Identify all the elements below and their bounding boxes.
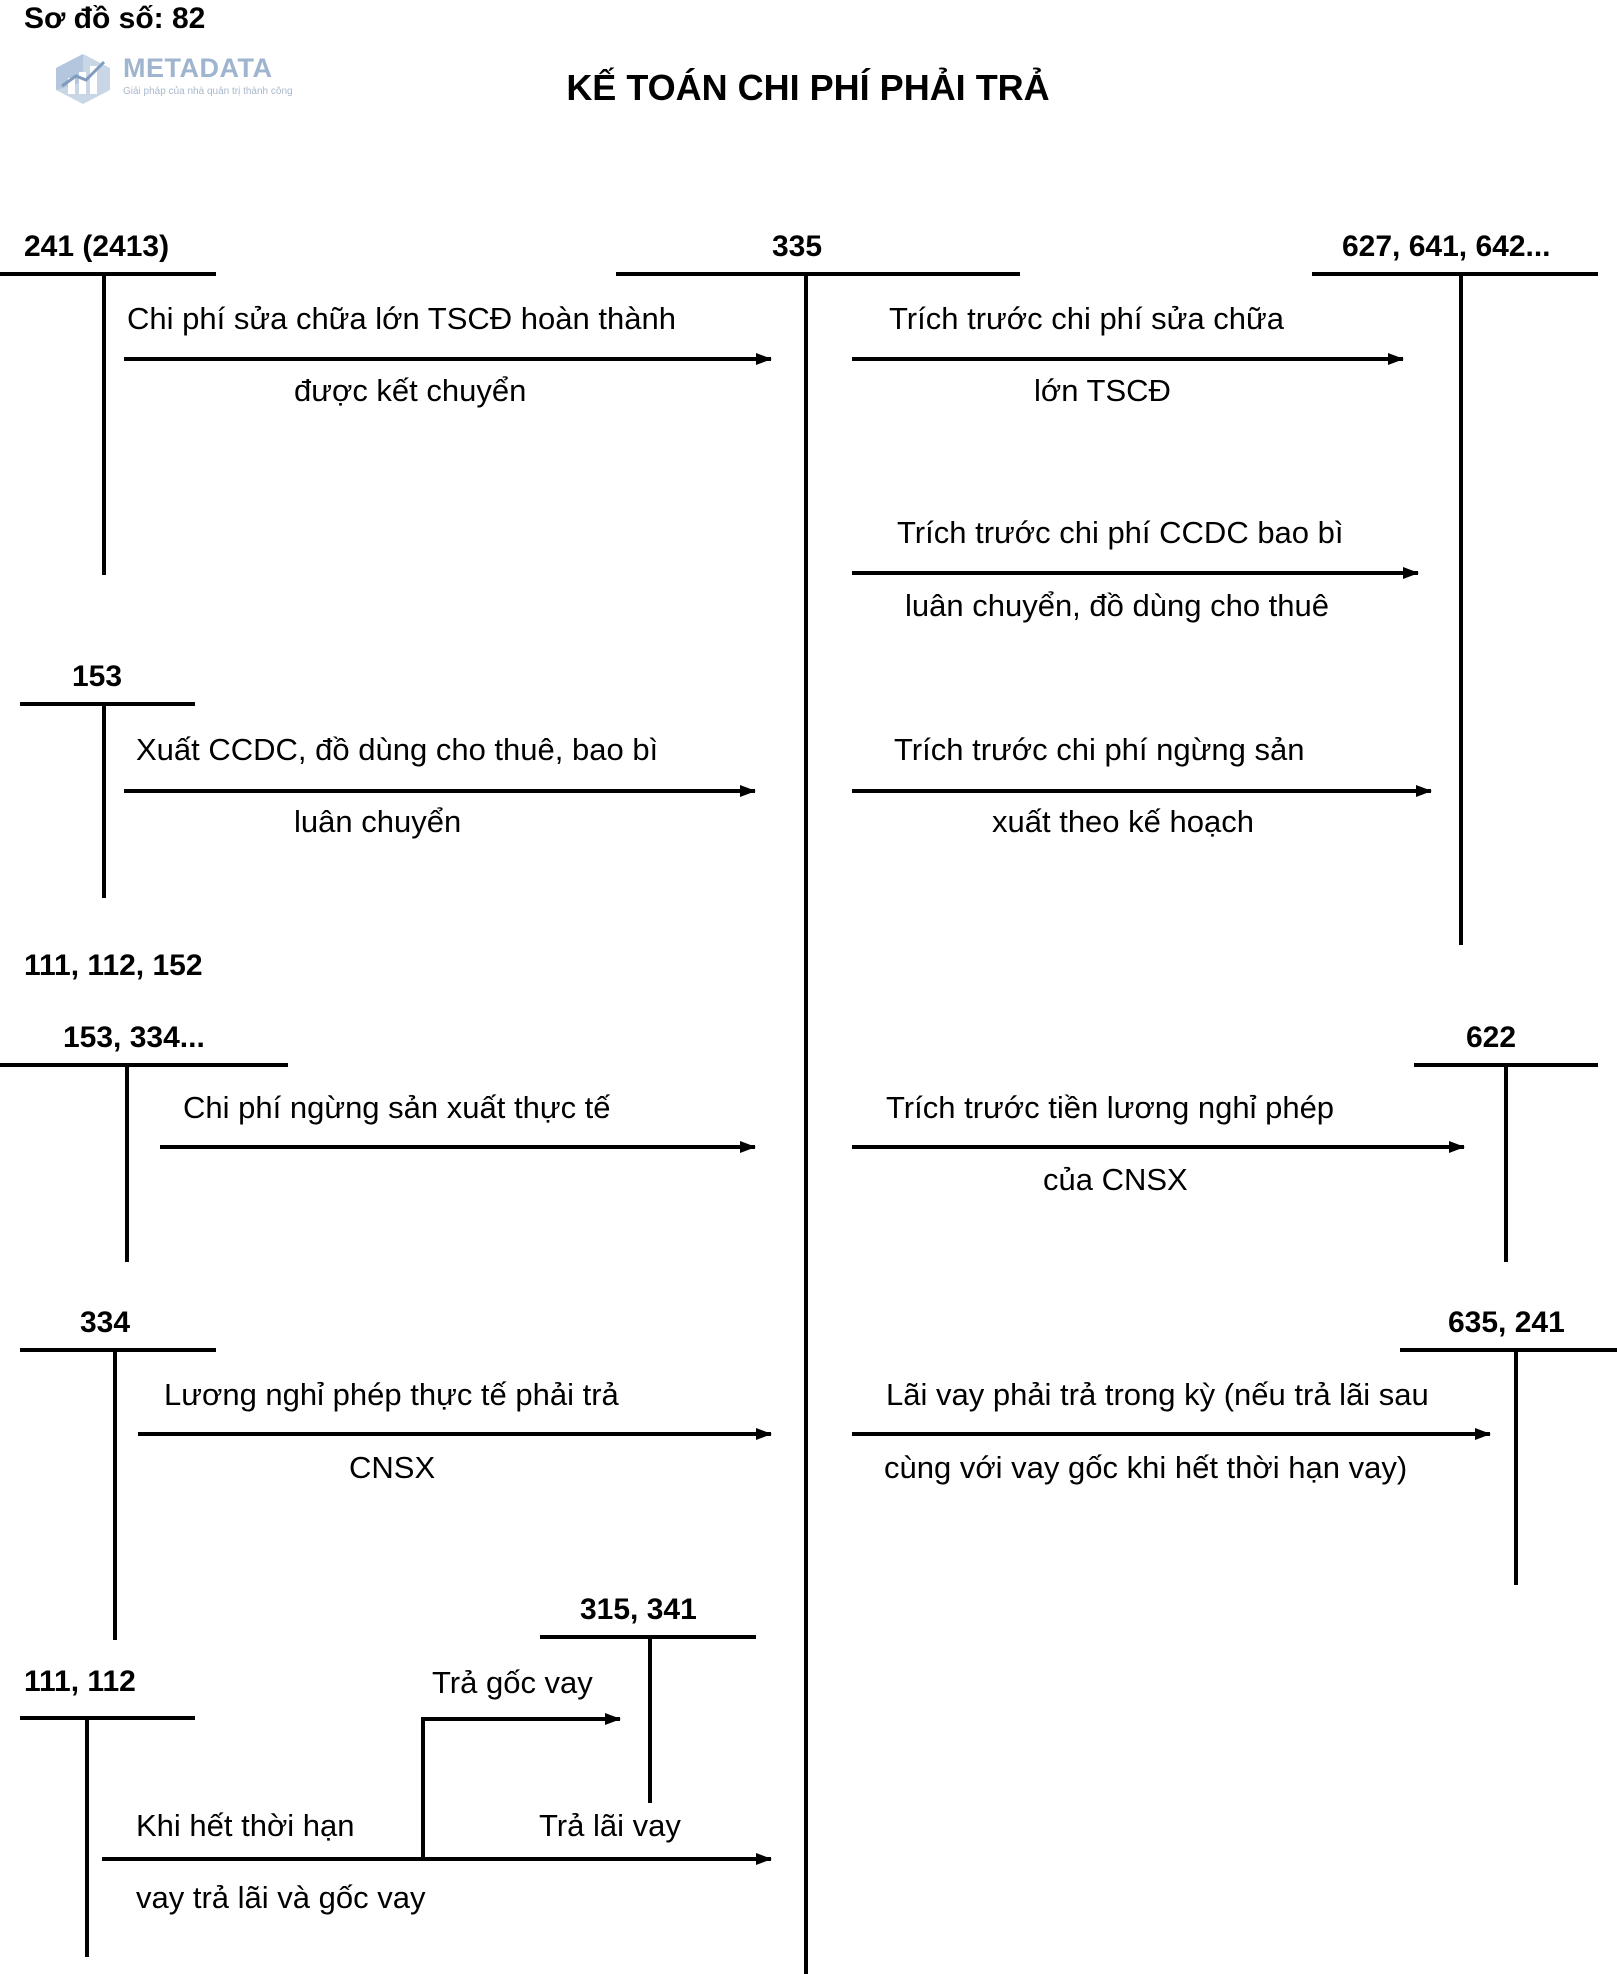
entry-3-line-2: luân chuyển, đồ dùng cho thuê	[905, 588, 1330, 623]
account-label-622: 622	[1466, 1021, 1517, 1054]
entry-7-line-1: Trích trước tiền lương nghỉ phép	[886, 1090, 1335, 1125]
building-chart-logo-icon	[56, 54, 110, 104]
entry-12-line-1: Khi hết thời hạn	[136, 1808, 355, 1843]
entry-9-line-1: Lãi vay phải trả trong kỳ (nếu trả lãi s…	[886, 1377, 1429, 1412]
logo-name: METADATA	[123, 53, 273, 83]
arrow-branch-to-315	[421, 1713, 621, 1859]
entry-2-line-1: Trích trước chi phí sửa chữa	[889, 301, 1284, 336]
account-label-334: 334	[80, 1306, 131, 1339]
entry-4-line-1: Xuất CCDC, đồ dùng cho thuê, bao bì	[136, 732, 659, 767]
account-label-241: 241 (2413)	[24, 230, 170, 263]
diagram-number-label: Sơ đồ số: 82	[24, 2, 206, 35]
entry-1-line-1: Chi phí sửa chữa lớn TSCĐ hoàn thành	[127, 301, 676, 336]
entry-8-line-1: Lương nghỉ phép thực tế phải trả	[164, 1377, 619, 1412]
entry-6-line-1: Chi phí ngừng sản xuất thực tế	[183, 1090, 611, 1125]
account-label-111-112: 111, 112	[24, 1665, 136, 1698]
account-label-315-341: 315, 341	[580, 1593, 697, 1626]
entry-12-line-2: vay trả lãi và gốc vay	[136, 1880, 426, 1915]
logo-tagline: Giải pháp của nhà quản trị thành công	[123, 86, 293, 97]
entry-11-label: Trả lãi vay	[539, 1808, 681, 1843]
entry-4-line-2: luân chuyển	[294, 804, 462, 839]
entry-3-line-1: Trích trước chi phí CCDC bao bì	[897, 515, 1344, 550]
account-label-635-241: 635, 241	[1448, 1306, 1565, 1339]
account-label-335: 335	[771, 230, 823, 263]
metadata-logo: METADATA Giải pháp của nhà quản trị thàn…	[52, 50, 302, 106]
entry-5-line-2: xuất theo kế hoạch	[992, 804, 1254, 839]
entry-1-line-2: được kết chuyển	[294, 373, 527, 408]
account-label-153: 153	[72, 660, 123, 693]
account-label-111-112-152: 111, 112, 152	[24, 949, 203, 982]
diagram-title: KẾ TOÁN CHI PHÍ PHẢI TRẢ	[566, 67, 1050, 108]
entry-8-line-2: CNSX	[349, 1450, 436, 1485]
entry-5-line-1: Trích trước chi phí ngừng sản	[894, 732, 1305, 767]
entry-10-label: Trả gốc vay	[432, 1665, 593, 1700]
entry-7-line-2: của CNSX	[1043, 1162, 1188, 1197]
account-label-627: 627, 641, 642...	[1342, 230, 1551, 263]
account-label-153-334: 153, 334...	[63, 1021, 205, 1054]
entry-9-line-2: cùng với vay gốc khi hết thời hạn vay)	[884, 1450, 1408, 1485]
entry-2-line-2: lớn TSCĐ	[1034, 373, 1171, 408]
